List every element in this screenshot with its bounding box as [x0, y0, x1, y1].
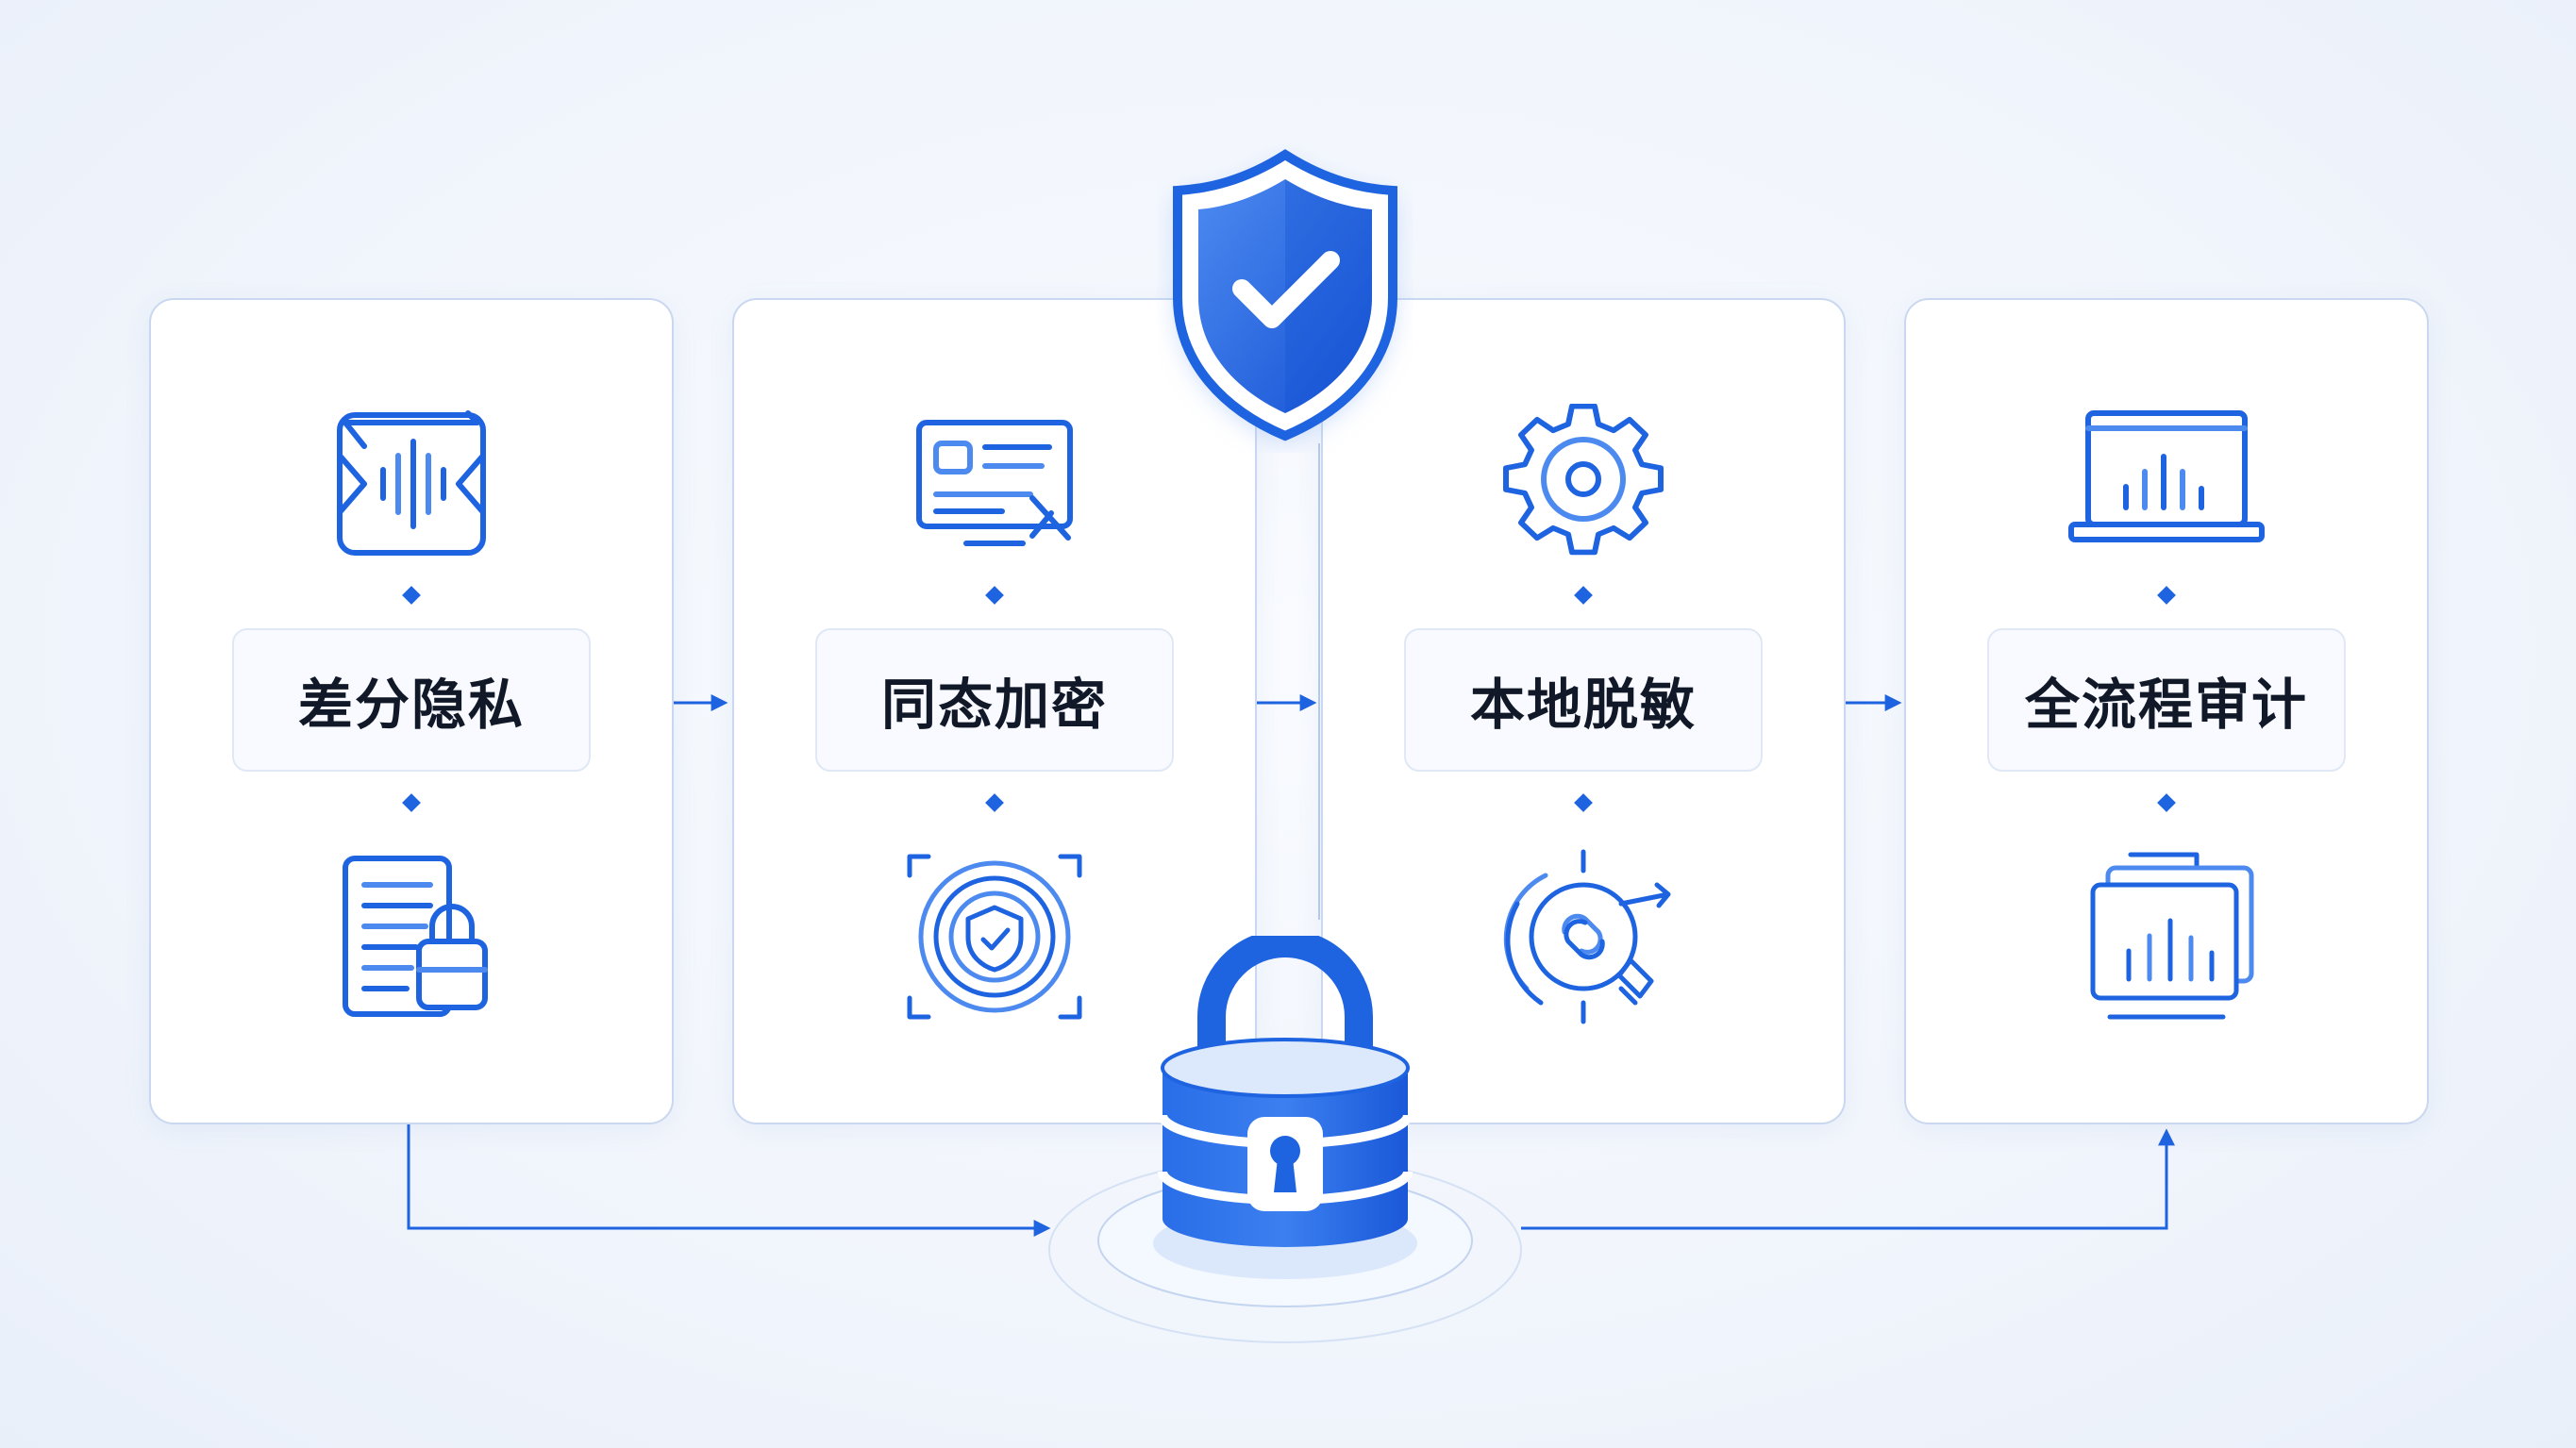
id-card-icon: [910, 404, 1079, 564]
connector-dot: [402, 586, 421, 605]
connector-dot: [985, 793, 1004, 812]
connector-dot: [1574, 793, 1593, 812]
step-card-4: 全流程审计: [1904, 298, 2429, 1124]
connector-dot: [2157, 793, 2176, 812]
laptop-chart-icon: [2068, 404, 2265, 564]
waveform-icon: [326, 404, 496, 564]
shield-target-icon: [900, 847, 1089, 1026]
link-cycle-icon: [1489, 847, 1678, 1026]
bottom-flow-left: [407, 1123, 1051, 1237]
connector-dot: [402, 793, 421, 812]
connector-dot: [1574, 586, 1593, 605]
locked-document-icon: [317, 847, 506, 1026]
connector-dot: [985, 586, 1004, 605]
step-card-1: 差分隐私: [149, 298, 674, 1124]
database-lock-icon: [1153, 936, 1417, 1257]
step-label-4: 全流程审计: [1987, 628, 2346, 772]
step-label-1: 差分隐私: [232, 628, 591, 772]
gear-icon: [1498, 404, 1668, 564]
step-card-2: 同态加密: [732, 298, 1257, 1124]
step-card-3: 本地脱敏: [1321, 298, 1846, 1124]
bottom-flow-right: [1521, 1128, 2175, 1230]
stacked-chart-icon: [2072, 847, 2261, 1026]
step-label-2: 同态加密: [815, 628, 1174, 772]
connector-dot: [2157, 586, 2176, 605]
shield-check-icon: [1157, 141, 1413, 453]
step-label-3: 本地脱敏: [1404, 628, 1763, 772]
